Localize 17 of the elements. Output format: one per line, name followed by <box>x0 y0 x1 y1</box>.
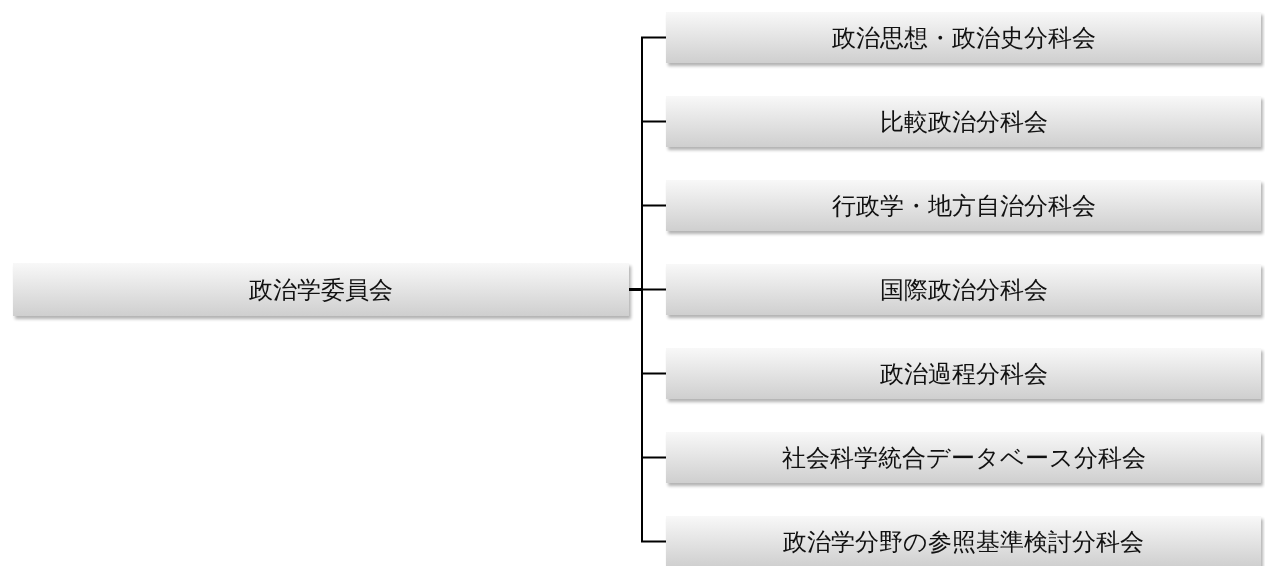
org-box <box>666 264 1261 315</box>
connector-line <box>628 288 667 543</box>
node-label: 政治思想・政治史分科会 <box>831 22 1096 54</box>
org-box <box>666 96 1261 147</box>
org-box <box>666 180 1261 231</box>
node-label: 政治過程分科会 <box>879 358 1048 390</box>
node-label: 政治学分野の参照基準検討分科会 <box>783 526 1144 558</box>
org-box <box>666 516 1261 566</box>
node-label: 比較政治分科会 <box>879 106 1048 138</box>
org-box <box>666 12 1261 63</box>
org-box <box>13 263 629 316</box>
node-label: 国際政治分科会 <box>879 274 1048 306</box>
node-label: 政治学委員会 <box>249 274 393 306</box>
node-label: 社会科学統合データベース分科会 <box>781 442 1146 474</box>
org-box <box>666 348 1261 399</box>
org-box <box>666 432 1261 483</box>
node-label: 行政学・地方自治分科会 <box>831 190 1096 222</box>
